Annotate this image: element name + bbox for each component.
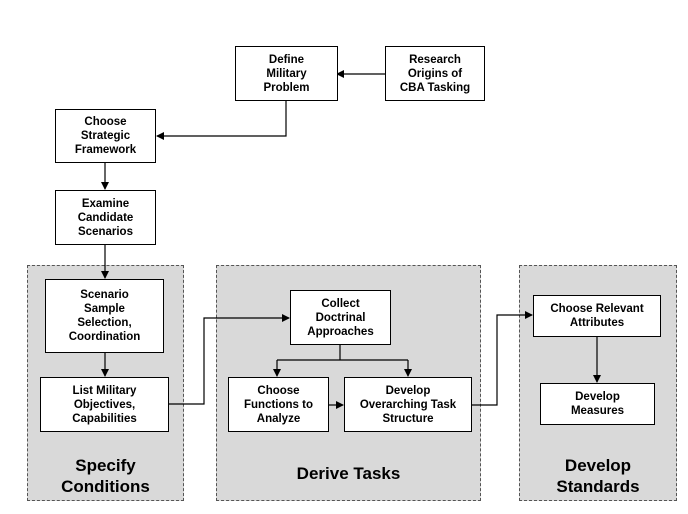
arrow-define-to-framework	[156, 101, 287, 140]
arrow-task-structure-to-attributes	[472, 311, 533, 406]
box-collect-doctrinal-approaches: Collect Doctrinal Approaches	[290, 290, 391, 345]
panel-label-specify-conditions: Specify Conditions	[61, 456, 150, 496]
label-develop-task-structure: Develop Overarching Task Structure	[359, 384, 457, 425]
label-scenario-sample-selection: Scenario Sample Selection, Coordination	[68, 289, 141, 343]
panel-label-develop-standards: Develop Standards	[556, 456, 640, 496]
label-define-military-problem: Define Military Problem	[263, 53, 310, 94]
box-research-origins: Research Origins of CBA Tasking	[385, 46, 485, 101]
label-choose-strategic-framework: Choose Strategic Framework	[74, 116, 137, 156]
arrow-objectives-to-collect	[169, 314, 290, 405]
box-choose-strategic-framework: Choose Strategic Framework	[55, 109, 156, 163]
label-choose-functions: Choose Functions to Analyze	[244, 384, 313, 425]
label-examine-candidate-scenarios: Examine Candidate Scenarios	[77, 197, 134, 238]
box-choose-functions: Choose Functions to Analyze	[228, 377, 329, 432]
box-choose-relevant-attributes: Choose Relevant Attributes	[533, 295, 661, 337]
box-examine-candidate-scenarios: Examine Candidate Scenarios	[55, 190, 156, 245]
label-collect-doctrinal-approaches: Collect Doctrinal Approaches	[307, 297, 374, 338]
box-list-military-objectives: List Military Objectives, Capabilities	[40, 377, 169, 432]
label-choose-relevant-attributes: Choose Relevant Attributes	[550, 303, 644, 329]
label-list-military-objectives: List Military Objectives, Capabilities	[72, 384, 137, 425]
box-develop-measures: Develop Measures	[540, 383, 655, 425]
panel-label-derive-tasks: Derive Tasks	[296, 464, 401, 483]
label-research-origins: Research Origins of CBA Tasking	[399, 53, 471, 94]
label-develop-measures: Develop Measures	[570, 391, 625, 417]
box-scenario-sample-selection: Scenario Sample Selection, Coordination	[45, 279, 164, 353]
box-define-military-problem: Define Military Problem	[235, 46, 338, 101]
box-develop-task-structure: Develop Overarching Task Structure	[344, 377, 472, 432]
